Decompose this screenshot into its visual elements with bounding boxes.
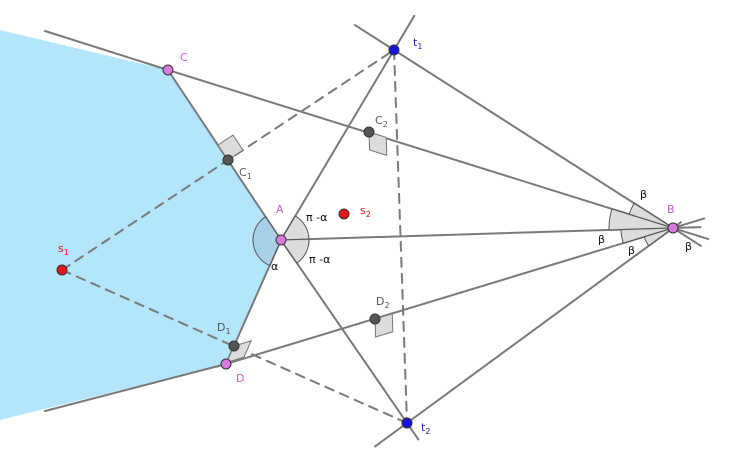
right-angle-d1: [225, 339, 253, 364]
angle-label-beta-bottom: β: [685, 240, 692, 253]
point-d1: [228, 340, 240, 352]
region-edge-lower: [44, 363, 227, 412]
line-a-t2: [280, 239, 420, 441]
label-b: B: [667, 203, 675, 216]
angle-pi-alpha-top-marker: [280, 215, 310, 241]
point-t2: [401, 417, 413, 429]
line-t2-b: [374, 221, 682, 448]
angle-beta-left-marker: [608, 208, 674, 231]
point-c: [162, 64, 174, 76]
label-s1: s1: [58, 242, 69, 257]
point-a: [275, 234, 287, 246]
shaded-region: [0, 30, 281, 420]
right-angle-c1: [217, 134, 244, 161]
angle-pi-alpha-bottom-marker: [280, 238, 310, 264]
label-d1: D1: [217, 321, 231, 336]
dashed-t1-t2: [393, 49, 408, 424]
point-b: [667, 222, 679, 234]
label-t2: t2: [421, 421, 430, 436]
label-d: D: [236, 372, 244, 385]
label-a: A: [276, 203, 284, 216]
label-d2: D2: [376, 295, 390, 310]
label-s2: s2: [360, 204, 371, 219]
region-edge-upper: [44, 30, 169, 71]
angle-label-beta-top: β: [640, 188, 647, 201]
point-d: [220, 358, 232, 370]
point-s2: [338, 208, 350, 220]
angle-label-alpha: α: [271, 260, 278, 273]
angle-beta-bottom-marker: [643, 227, 674, 247]
point-s1: [56, 264, 68, 276]
label-c1: C1: [239, 166, 252, 181]
label-t1: t1: [413, 36, 422, 51]
point-c2: [363, 126, 375, 138]
angle-label-beta-right: β: [628, 244, 635, 257]
angle-label-pi-alpha-bottom: π -α: [309, 253, 330, 266]
angle-alpha-marker: [252, 215, 282, 267]
angle-label-pi-alpha-top: π -α: [306, 211, 327, 224]
label-c: C: [180, 51, 188, 64]
label-c2: C2: [375, 114, 388, 129]
point-c1: [222, 154, 234, 166]
right-angle-c2: [368, 131, 388, 157]
angle-label-beta-left: β: [598, 233, 605, 246]
point-d2: [369, 313, 381, 325]
point-t1: [388, 44, 400, 56]
